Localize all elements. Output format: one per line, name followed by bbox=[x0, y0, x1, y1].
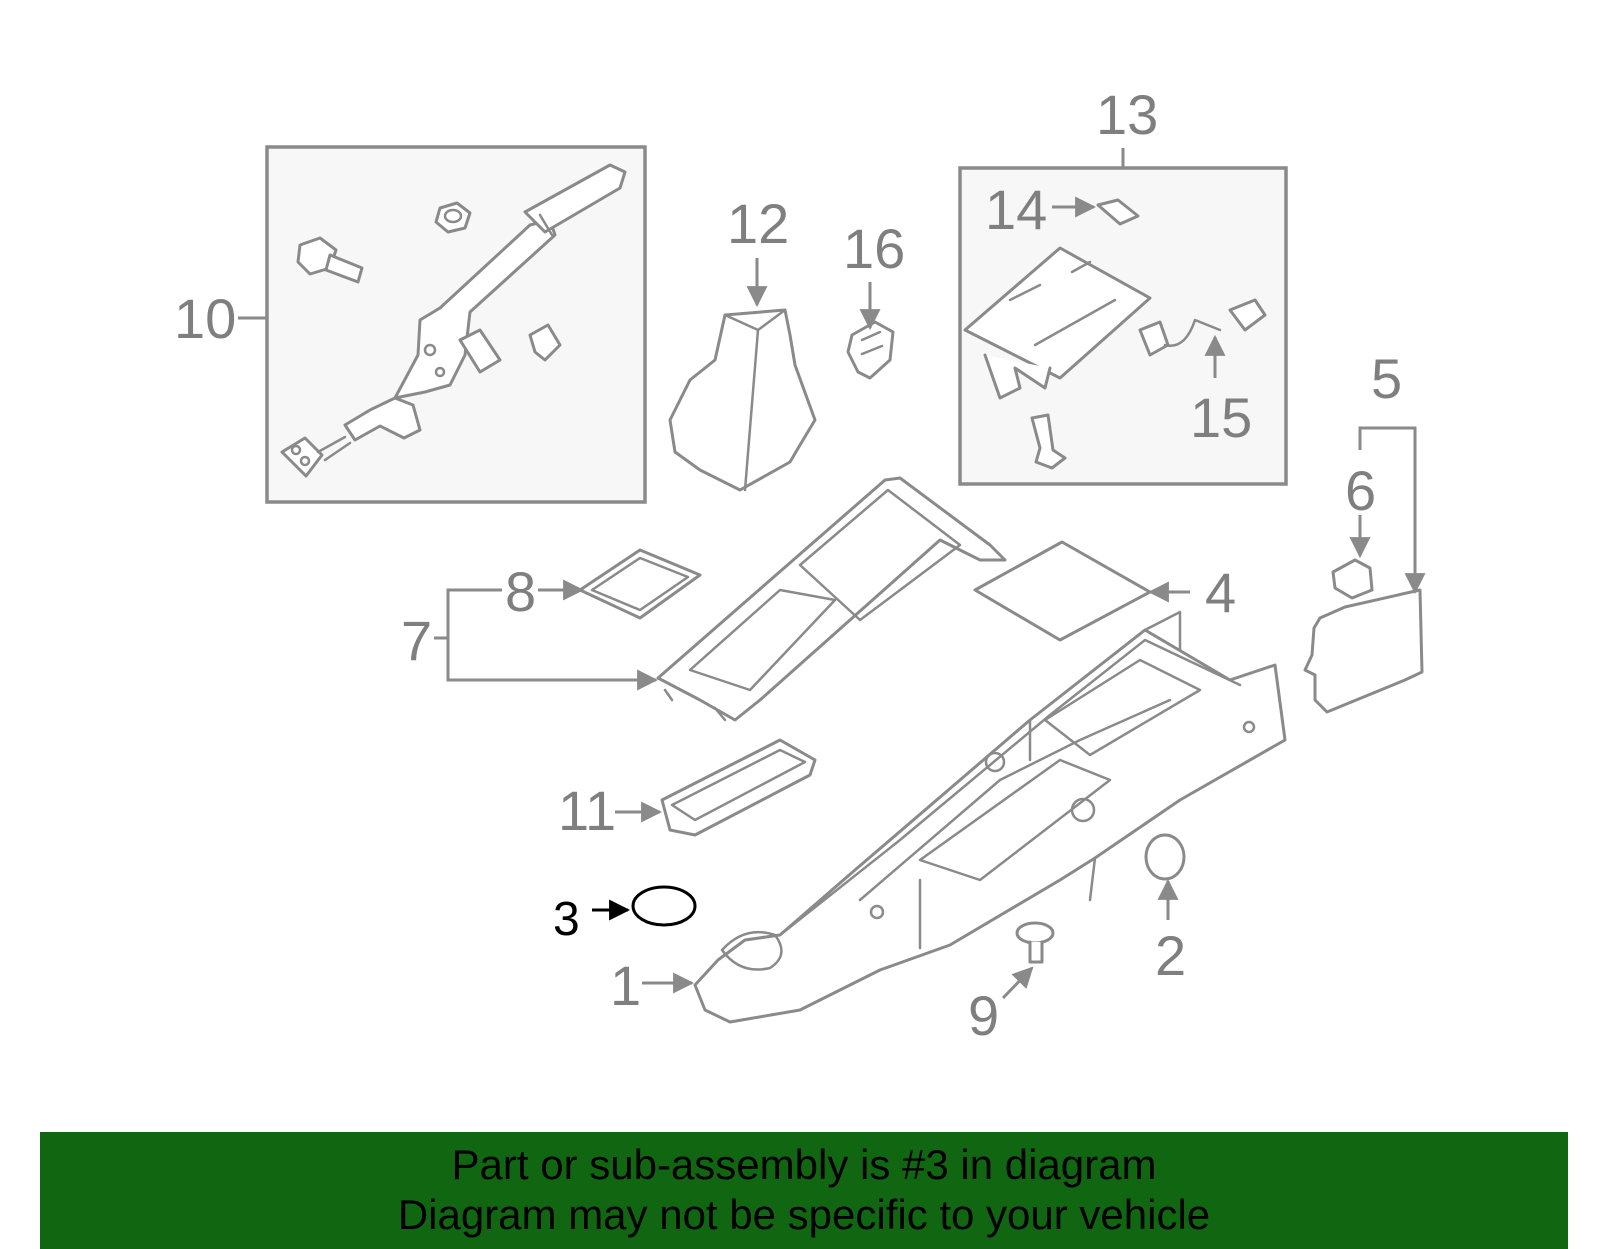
screw bbox=[1030, 413, 1067, 470]
storage-tray bbox=[660, 738, 817, 837]
retainer-clip bbox=[1331, 558, 1374, 600]
nut bbox=[434, 201, 472, 234]
plug-cap bbox=[1144, 833, 1186, 881]
banner-line-2: Diagram may not be specific to your vehi… bbox=[397, 1191, 1211, 1238]
side-panel bbox=[1303, 588, 1424, 714]
callout-5: 5 bbox=[1371, 347, 1402, 410]
callout-labels: 10 12 16 13 14 15 5 6 7 8 4 11 3 1 2 9 bbox=[174, 83, 1402, 1047]
parking-brake-lever bbox=[280, 163, 627, 478]
wire-harness bbox=[1138, 298, 1267, 357]
push-clip bbox=[1015, 921, 1055, 964]
callout-13: 13 bbox=[1096, 83, 1158, 146]
callout-16: 16 bbox=[843, 217, 905, 280]
callout-3: 3 bbox=[553, 893, 580, 946]
callout-11: 11 bbox=[558, 779, 616, 842]
switch-panel-box bbox=[958, 166, 1288, 486]
callout-12: 12 bbox=[727, 192, 789, 255]
banner-line-1: Part or sub-assembly is #3 in diagram bbox=[451, 1141, 1157, 1188]
callout-4: 4 bbox=[1205, 561, 1236, 624]
callout-6: 6 bbox=[1345, 459, 1376, 522]
parking-brake-box bbox=[265, 145, 647, 504]
bracket-clip bbox=[846, 320, 895, 380]
console-top-trim bbox=[656, 476, 1007, 722]
callout-10: 10 bbox=[174, 287, 236, 350]
shift-boot bbox=[668, 308, 817, 492]
console-body bbox=[693, 610, 1287, 1024]
bolt bbox=[296, 236, 364, 284]
callout-9: 9 bbox=[968, 984, 999, 1047]
cup-mat bbox=[578, 548, 702, 620]
callout-14: 14 bbox=[985, 178, 1047, 241]
switch-panel bbox=[963, 246, 1152, 400]
o-ring-highlight bbox=[592, 885, 697, 927]
leader-lines bbox=[238, 148, 1426, 1000]
callout-8: 8 bbox=[505, 560, 536, 623]
callout-2: 2 bbox=[1155, 924, 1186, 987]
callout-1: 1 bbox=[610, 954, 641, 1017]
clip bbox=[528, 323, 562, 362]
info-banner: Part or sub-assembly is #3 in diagram Di… bbox=[40, 1132, 1568, 1249]
callout-7: 7 bbox=[401, 609, 432, 672]
callout-15: 15 bbox=[1190, 386, 1252, 449]
